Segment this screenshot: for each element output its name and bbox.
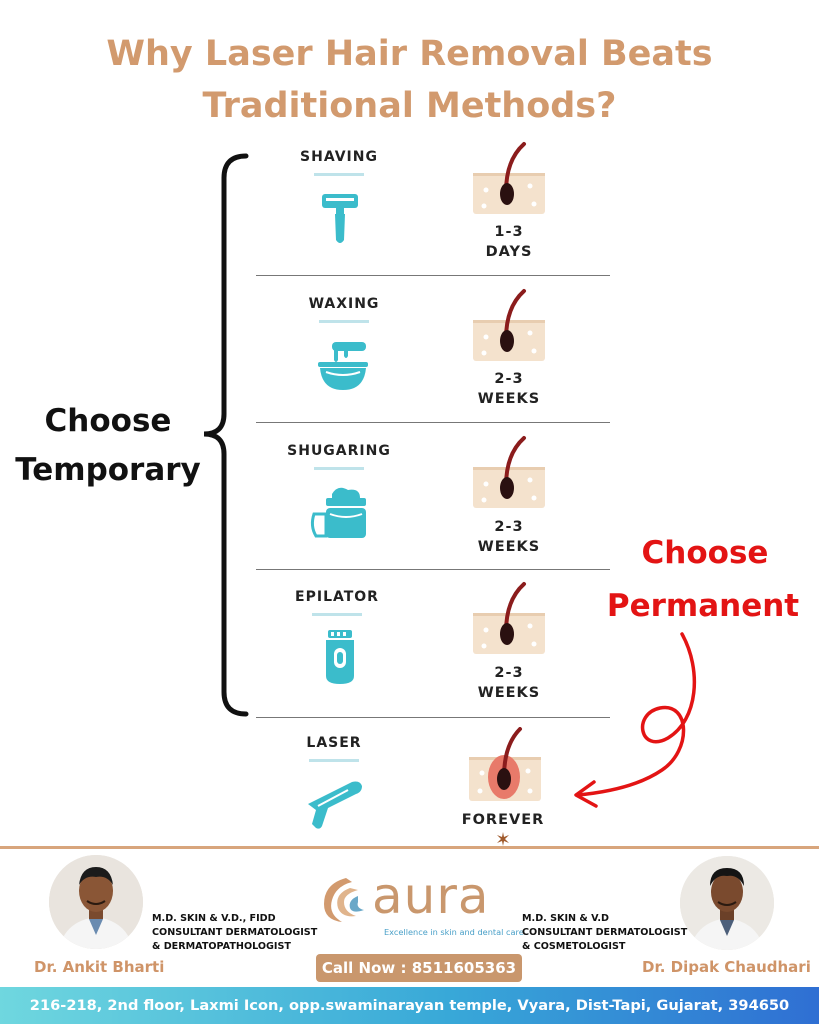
footer-separator xyxy=(0,846,819,849)
duration-line-1: 2-3 xyxy=(494,371,524,387)
row-divider xyxy=(256,275,610,276)
duration-line-1: 1-3 xyxy=(494,224,524,240)
row-divider xyxy=(256,569,610,570)
address-bar: 216-218, 2nd floor, Laxmi Icon, opp.swam… xyxy=(0,987,819,1024)
method-name: LASER xyxy=(306,735,362,751)
underline xyxy=(314,173,364,176)
razor-icon xyxy=(322,194,358,243)
method-name: WAXING xyxy=(308,296,380,312)
duration-line-2: WEEKS xyxy=(477,685,541,701)
hair-follicle-icon xyxy=(473,436,545,508)
call-now-button[interactable]: Call Now : 8511605363 xyxy=(316,954,522,982)
underline xyxy=(319,320,369,323)
sugar-jar-icon xyxy=(310,487,366,538)
curly-brace xyxy=(203,153,249,717)
doctor-photo-right xyxy=(680,856,774,950)
aura-logo-icon xyxy=(324,878,364,922)
duration-line-1: FOREVER xyxy=(461,812,545,828)
doctor-left-credential-2: CONSULTANT DERMATOLOGIST xyxy=(152,927,318,938)
spark-icon xyxy=(497,832,509,846)
row-divider xyxy=(256,422,610,423)
underline xyxy=(314,467,364,470)
doctor-right-credential-3: & COSMETOLOGIST xyxy=(522,941,626,952)
underline xyxy=(309,759,359,762)
doctor-left-name: Dr. Ankit Bharti xyxy=(34,958,165,976)
duration-line-1: 2-3 xyxy=(494,665,524,681)
row-divider xyxy=(256,717,610,718)
permanent-label-line-1: Choose xyxy=(641,535,769,571)
swirl-arrow-icon xyxy=(574,632,697,808)
temporary-label-line-2: Temporary xyxy=(15,452,201,488)
doctor-right-credential-2: CONSULTANT DERMATOLOGIST xyxy=(522,927,688,938)
doctor-photo-left xyxy=(49,855,143,949)
duration-line-2: WEEKS xyxy=(477,539,541,555)
underline xyxy=(312,613,362,616)
hair-follicle-icon xyxy=(473,289,545,361)
method-name: SHAVING xyxy=(300,149,378,165)
wax-bowl-icon xyxy=(318,342,368,390)
duration-line-2: WEEKS xyxy=(477,391,541,407)
aura-logo-tagline: Excellence in skin and dental care xyxy=(384,927,524,937)
doctor-left-credential-1: M.D. SKIN & V.D., FIDD xyxy=(152,913,276,924)
laser-gun-icon xyxy=(308,781,362,829)
permanent-label-line-2: Permanent xyxy=(606,588,800,624)
duration-line-2: DAYS xyxy=(485,244,533,260)
aura-logo-text: aura xyxy=(372,867,490,925)
laser-follicle-icon xyxy=(469,727,541,801)
method-name: EPILATOR xyxy=(295,589,379,605)
doctor-right-name: Dr. Dipak Chaudhari xyxy=(642,958,811,976)
page-title-line-1: Why Laser Hair Removal Beats xyxy=(106,34,713,74)
hair-follicle-icon xyxy=(473,582,545,654)
hair-follicle-icon xyxy=(473,142,545,214)
method-name: SHUGARING xyxy=(287,443,391,459)
duration-line-1: 2-3 xyxy=(494,519,524,535)
doctor-right-credential-1: M.D. SKIN & V.D xyxy=(522,913,609,924)
epilator-icon xyxy=(326,630,354,684)
page-title-line-2: Traditional Methods? xyxy=(202,86,617,126)
doctor-left-credential-3: & DERMATOPATHOLOGIST xyxy=(152,941,291,952)
temporary-label-line-1: Choose xyxy=(44,403,172,439)
